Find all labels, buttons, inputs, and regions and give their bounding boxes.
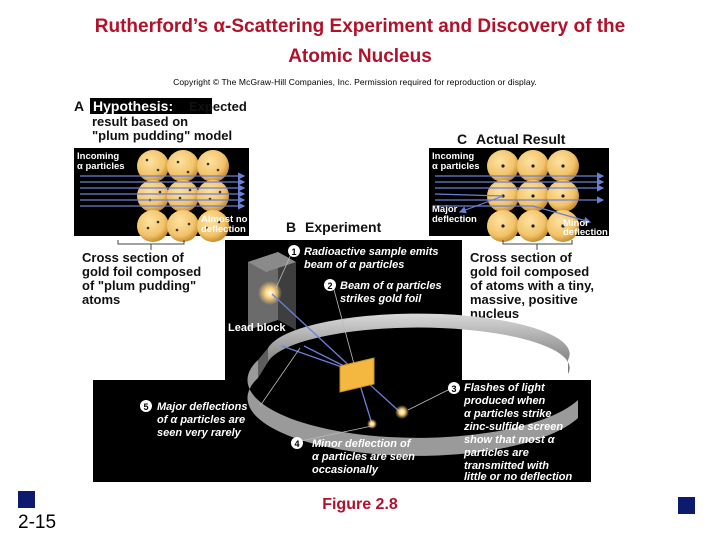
- step-3-badge: [448, 382, 460, 394]
- copyright-notice: Copyright © The McGraw-Hill Companies, I…: [173, 77, 537, 87]
- title-line-1: Rutherford’s α-Scattering Experiment and…: [94, 16, 626, 37]
- step-3-line-2: produced when: [463, 395, 546, 407]
- nav-forward-button[interactable]: [678, 497, 695, 514]
- panel-c-minor-1: Minor: [563, 218, 589, 229]
- step-5-number: 5: [143, 402, 148, 412]
- step-2-line-2: strikes gold foil: [340, 293, 422, 305]
- nav-back-button[interactable]: [18, 491, 35, 508]
- panel-c-cross-3: of atoms with a tiny,: [470, 278, 594, 293]
- panel-a-almost-1: Almost no: [201, 214, 248, 225]
- step-2-badge: [324, 279, 336, 291]
- panel-c-major-1: Major: [432, 204, 458, 215]
- panel-a-cross-1: Cross section of: [82, 250, 185, 265]
- panel-a-electron-dots: [145, 158, 222, 232]
- lead-block-label: Lead block: [228, 322, 286, 334]
- panel-c-letter: C: [457, 131, 467, 147]
- step-5-line-1: Major deflections: [157, 401, 247, 413]
- panel-a-particle-paths: [80, 172, 246, 210]
- slide-number: 2-15: [18, 512, 57, 533]
- gold-foil: [339, 357, 375, 393]
- panel-c-nuclei: [501, 164, 565, 228]
- panel-c-cross-4: massive, positive: [470, 292, 578, 307]
- panel-a-heading-rest: Expected: [189, 99, 247, 114]
- panel-c-incoming-1: Incoming: [432, 151, 474, 162]
- step-3-line-5: show that most α: [464, 434, 556, 446]
- panel-a-atoms: [137, 150, 229, 242]
- step-1-line-2: beam of α particles: [304, 259, 404, 271]
- panel-c-heading: Actual Result: [476, 131, 566, 147]
- step-3-line-4: zinc-sulfide screen: [463, 421, 563, 433]
- figure-caption: Figure 2.8: [322, 496, 398, 513]
- step-3-number: 3: [451, 384, 456, 394]
- panel-a-cross-2: gold foil composed: [82, 264, 201, 279]
- lead-block: [248, 252, 296, 330]
- step-4-line-2: α particles are seen: [312, 451, 415, 463]
- step-1-line-1: Radioactive sample emits: [304, 246, 439, 258]
- panel-a-heading: Hypothesis:: [93, 98, 173, 114]
- step-3-line-1: Flashes of light: [464, 382, 546, 394]
- panel-c-actual-result: C Actual Result Incoming α: [429, 131, 609, 321]
- panel-c-cross-2: gold foil composed: [470, 264, 589, 279]
- panel-c-cross-5: nucleus: [470, 306, 519, 321]
- panel-a-line3: "plum pudding" model: [92, 128, 232, 143]
- panel-c-major-2: deflection: [432, 214, 477, 225]
- panel-b-stage: [93, 240, 591, 482]
- panel-a-heading-bg: [90, 98, 212, 114]
- panel-a-letter: A: [74, 98, 84, 114]
- panel-a-cross-4: atoms: [82, 292, 120, 307]
- panel-b-experiment: B Experiment Lead block Gold foil: [93, 219, 591, 483]
- zinc-sulfide-screen: [247, 313, 578, 456]
- panel-a-cross-3: of "plum pudding": [82, 278, 196, 293]
- panel-a-incoming-1: Incoming: [77, 151, 119, 162]
- panel-a-line2: result based on: [92, 114, 188, 129]
- panel-b-pointer-lines: [259, 251, 453, 443]
- panel-c-particle-paths: [434, 172, 605, 224]
- panel-a-hypothesis: A Hypothesis: Expected result based on "…: [74, 98, 249, 307]
- step-5-line-3: seen very rarely: [157, 427, 242, 439]
- panel-b-heading: Experiment: [305, 219, 382, 235]
- panel-a-incoming-2: α particles: [77, 161, 125, 172]
- step-4-badge: [291, 437, 303, 449]
- panel-b-letter: B: [286, 219, 296, 235]
- step-1-number: 1: [291, 247, 296, 257]
- step-5-line-2: of α particles are: [157, 414, 245, 426]
- gold-foil-label: Gold foil: [380, 366, 425, 378]
- step-2-number: 2: [327, 281, 332, 291]
- step-1-badge: [288, 245, 300, 257]
- step-4-line-3: occasionally: [312, 464, 379, 476]
- panel-c-minor-2: deflection: [563, 227, 608, 238]
- slide-title: Rutherford’s α-Scattering Experiment and…: [40, 12, 680, 72]
- panel-c-incoming-2: α particles: [432, 161, 480, 172]
- panel-c-cross-1: Cross section of: [470, 250, 573, 265]
- step-5-badge: [140, 400, 152, 412]
- step-2-line-1: Beam of α particles: [340, 280, 442, 292]
- panel-a-almost-2: deflection: [201, 224, 246, 235]
- step-3-line-6: particles are: [463, 447, 529, 459]
- step-3-line-8: little or no deflection: [464, 471, 572, 483]
- panel-a-bracket: [117, 240, 185, 250]
- flash-marker: [367, 419, 377, 429]
- panel-c-bracket: [502, 240, 573, 250]
- flash-marker: [395, 405, 409, 419]
- step-3-line-7: transmitted with: [464, 460, 549, 472]
- title-line-2: Atomic Nucleus: [288, 46, 432, 67]
- step-4-number: 4: [294, 439, 299, 449]
- step-4-line-1: Minor deflection of: [312, 438, 412, 450]
- step-3-line-3: α particles strike: [464, 408, 552, 420]
